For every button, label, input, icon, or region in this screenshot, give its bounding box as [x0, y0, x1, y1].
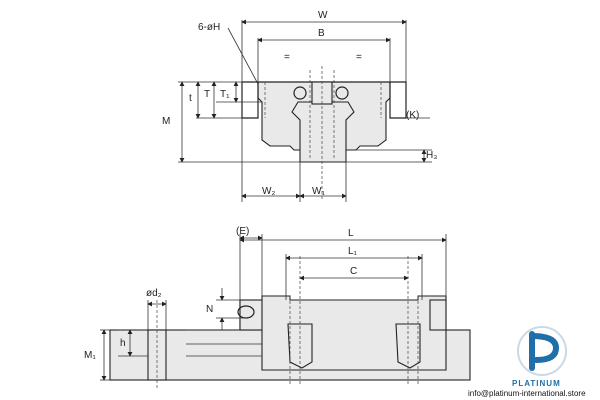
end-seal-right	[429, 299, 447, 331]
side-view: (E) L L₁ C N ød₂ h M₁	[84, 226, 471, 388]
logo-p-bowl	[529, 333, 560, 363]
brand-name: PLATINUM	[512, 379, 561, 388]
grease-nipple-left	[293, 86, 307, 100]
end-view: W B = = 6-øH M t T T₁ (K) H₃	[162, 10, 437, 202]
end-seal-left	[239, 299, 263, 331]
brand-url: info@platinum-international.store	[468, 389, 586, 398]
logo-ring	[517, 326, 567, 376]
label-B: B	[318, 28, 325, 39]
label-W2: W₂	[262, 186, 275, 197]
label-d2: ød₂	[146, 288, 162, 299]
rail-section	[291, 101, 355, 163]
label-E: (E)	[236, 226, 249, 237]
label-L1: L₁	[348, 246, 358, 257]
label-W: W	[318, 10, 328, 21]
label-T1: T₁	[220, 89, 230, 100]
label-h: h	[120, 338, 126, 349]
label-L: L	[348, 228, 354, 239]
label-M: M	[162, 116, 170, 127]
label-H3: H₃	[426, 150, 437, 161]
label-C: C	[350, 266, 357, 277]
brand-logo: PLATINUM info@platinum-international.sto…	[468, 326, 586, 398]
label-T: T	[204, 89, 210, 100]
grease-nipple-right	[335, 86, 349, 100]
label-t: t	[189, 93, 192, 104]
label-K: (K)	[406, 110, 419, 121]
label-W1: W₁	[312, 186, 325, 197]
label-N: N	[206, 304, 213, 315]
label-holes: 6-øH	[198, 22, 220, 33]
svg-text:=: =	[284, 52, 290, 63]
svg-text:=: =	[356, 52, 362, 63]
label-M1: M₁	[84, 350, 96, 361]
